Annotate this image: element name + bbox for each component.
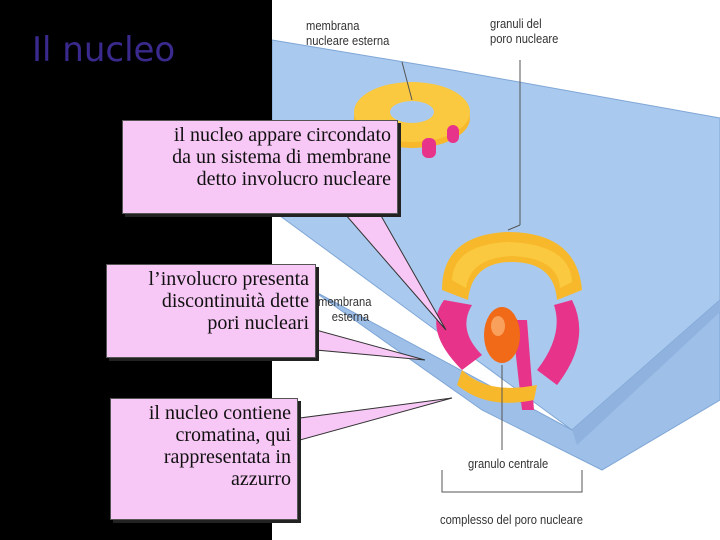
callout-envelope: il nucleo appare circondato da un sistem… <box>122 120 398 214</box>
callout-line: discontinuità dette <box>161 290 309 312</box>
membrane-edge <box>572 300 720 445</box>
label-line: nucleare esterna <box>306 33 390 48</box>
label-outer-membrane-mid: membrana esterna <box>318 294 371 324</box>
label-outer-membrane-top: membrana nucleare esterna <box>306 18 389 48</box>
label-pore-complex: complesso del poro nucleare <box>440 512 583 527</box>
label-line: granuli del <box>490 16 542 31</box>
callout-line: il nucleo appare circondato <box>173 124 391 146</box>
callout-line: detto involucro nucleare <box>196 168 391 190</box>
callout-line: cromatina, qui <box>175 424 291 446</box>
callout-pores: l’involucro presenta discontinuità dette… <box>106 264 316 358</box>
slide-title: Il nucleo <box>32 30 176 70</box>
label-line: membrana <box>306 18 360 33</box>
label-line: esterna <box>331 309 370 324</box>
main-pore-complex <box>436 232 582 410</box>
label-pore-granules: granuli del poro nucleare <box>490 16 558 46</box>
callout-line: azzurro <box>231 468 291 490</box>
callout-line: il nucleo contiene <box>148 402 291 424</box>
label-line: membrana <box>318 294 372 309</box>
nuclear-pore-illustration: membrana nucleare esterna granuli del po… <box>272 0 720 540</box>
callout-chromatin: il nucleo contiene cromatina, qui rappre… <box>110 398 298 520</box>
central-granule <box>484 307 520 363</box>
callout-line: da un sistema di membrane <box>172 146 391 168</box>
label-line: poro nucleare <box>490 31 559 46</box>
callout-line: pori nucleari <box>207 312 309 334</box>
callout-line: rappresentata in <box>163 446 291 468</box>
callout-line: l’involucro presenta <box>148 268 310 290</box>
label-central-granule: granulo centrale <box>468 456 549 471</box>
